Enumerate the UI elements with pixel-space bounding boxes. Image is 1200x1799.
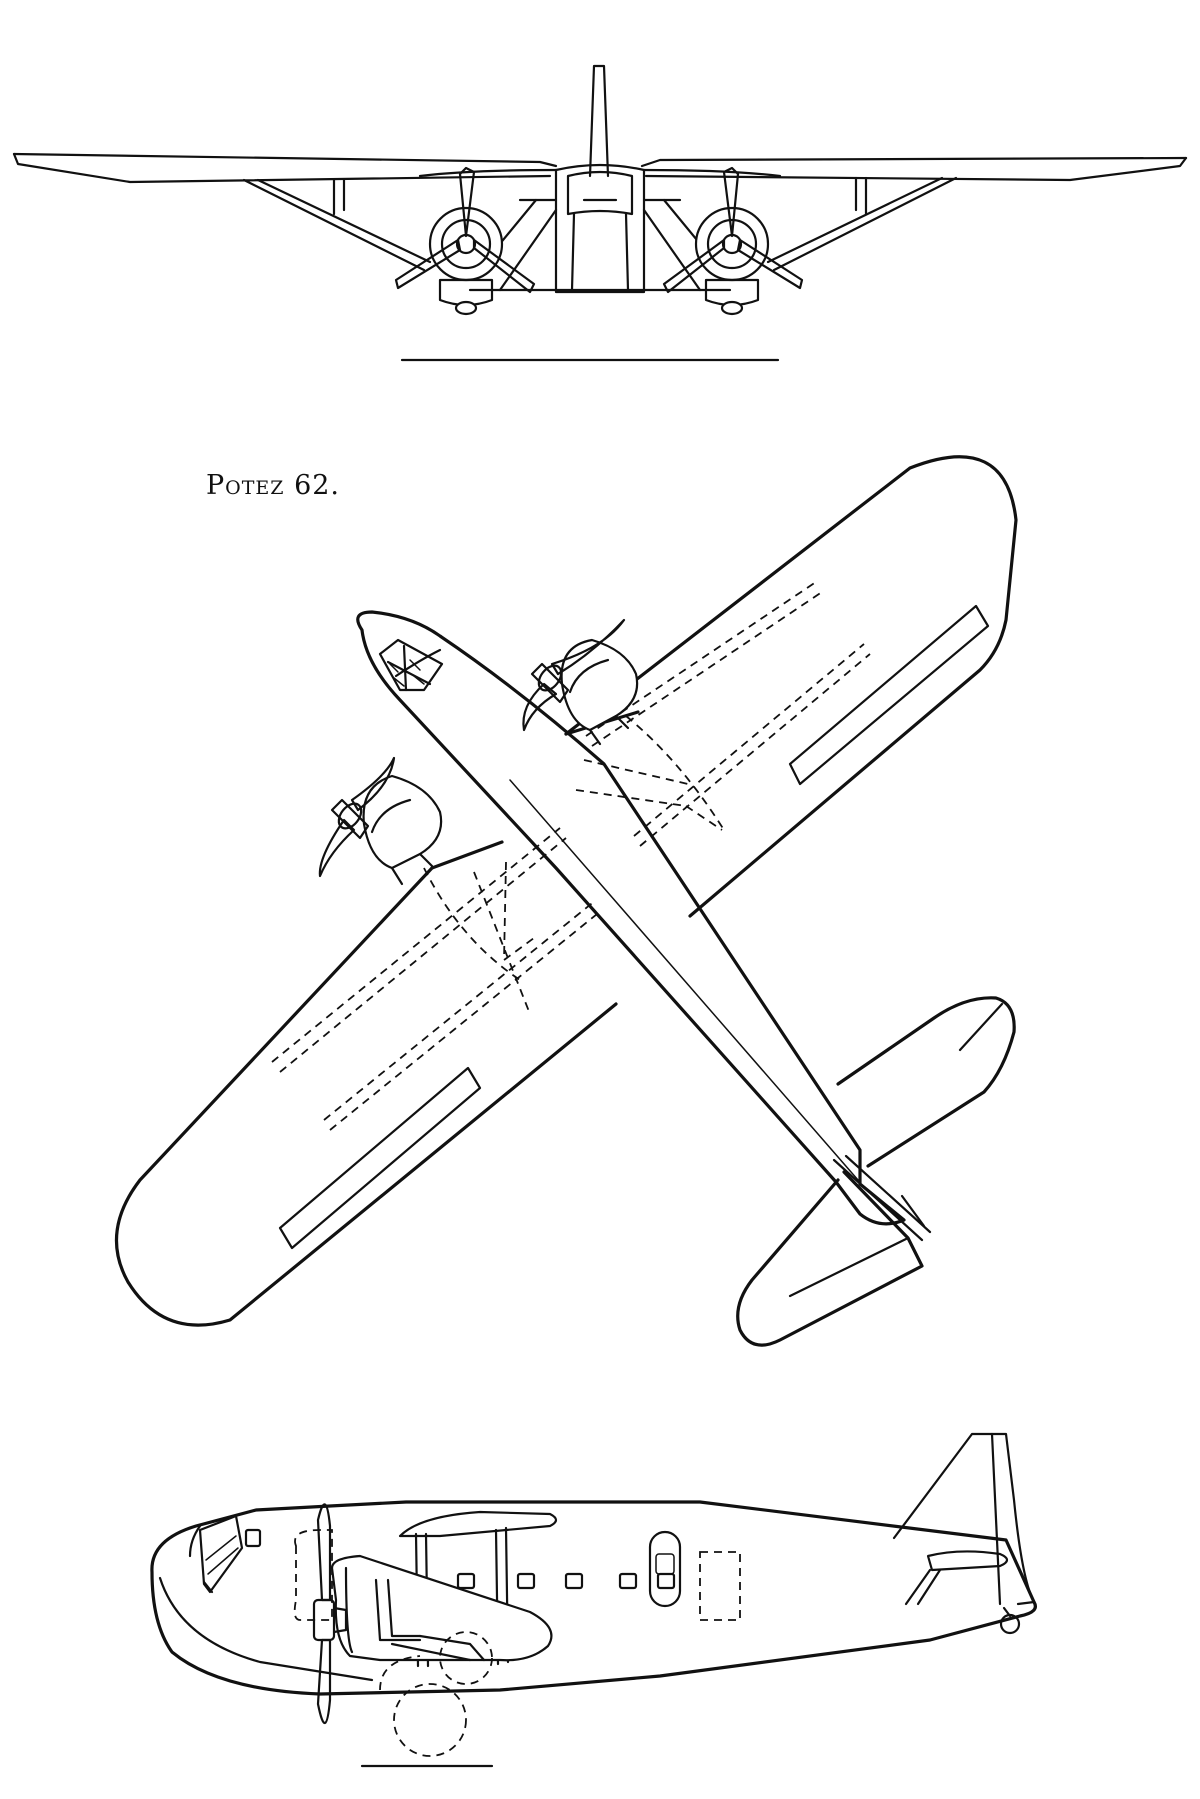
plan-wing bbox=[114, 455, 1018, 1327]
plan-right-aileron bbox=[788, 604, 990, 786]
side-cockpit-glazing bbox=[198, 1514, 244, 1594]
side-engine bbox=[330, 1554, 553, 1662]
plan-left-engine bbox=[318, 756, 443, 886]
plan-left-aileron bbox=[278, 1066, 482, 1250]
plan-cockpit-glazing bbox=[378, 638, 444, 692]
side-windows bbox=[244, 1528, 676, 1590]
front-fuselage bbox=[554, 163, 646, 294]
front-right-strut bbox=[772, 176, 958, 272]
plan-fuselage bbox=[356, 610, 906, 1226]
side-main-wheel bbox=[393, 1683, 467, 1757]
side-propeller bbox=[312, 1503, 348, 1725]
front-left-strut bbox=[242, 178, 426, 272]
front-right-engine bbox=[662, 166, 804, 316]
side-wing bbox=[398, 1510, 558, 1538]
front-right-wing bbox=[644, 156, 1188, 182]
side-stabilizer bbox=[926, 1550, 1009, 1572]
plan-view bbox=[114, 455, 1018, 1347]
front-left-wing bbox=[12, 152, 552, 184]
front-left-engine bbox=[394, 166, 536, 316]
side-door bbox=[648, 1530, 682, 1608]
side-fuselage bbox=[150, 1500, 1037, 1696]
front-fin bbox=[588, 64, 610, 178]
side-view bbox=[150, 1432, 1037, 1768]
front-view bbox=[12, 64, 1188, 362]
drawing-caption: Potez 62. bbox=[206, 470, 341, 501]
plan-right-engine bbox=[522, 618, 639, 746]
plan-tailplane bbox=[736, 996, 1016, 1347]
side-fin bbox=[892, 1432, 1036, 1606]
